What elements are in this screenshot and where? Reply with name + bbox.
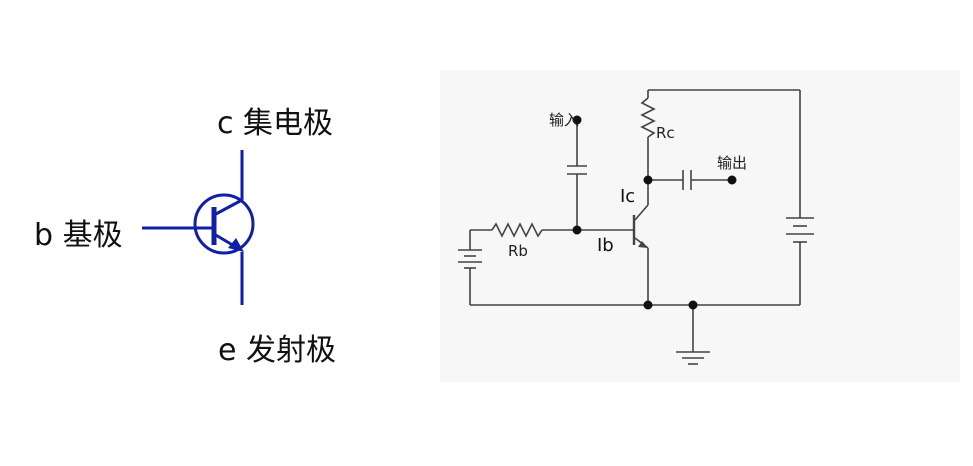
junction-dot bbox=[688, 300, 698, 310]
input-label: 输入 bbox=[549, 111, 580, 129]
amplifier-circuit-panel: 输入 输出 Rc Rb Ic Ib bbox=[440, 70, 960, 382]
input-terminal bbox=[572, 115, 582, 125]
npn-transistor-icon bbox=[142, 150, 255, 305]
emitter-arrow-icon bbox=[228, 238, 244, 252]
transistor-symbol-panel: c 集电极 b 基极 e 发射极 bbox=[0, 0, 430, 466]
ib-label: Ib bbox=[597, 235, 614, 256]
emitter-label: e 发射极 bbox=[218, 333, 336, 368]
collector-label: c 集电极 bbox=[217, 106, 334, 141]
base-label: b 基极 bbox=[34, 218, 123, 253]
junction-dot bbox=[572, 225, 582, 235]
ic-label: Ic bbox=[620, 186, 636, 207]
junction-dot bbox=[643, 175, 653, 185]
circuit-emitter-arrow-icon bbox=[638, 241, 648, 248]
collector-diagonal bbox=[213, 198, 243, 217]
circuit-schematic bbox=[458, 89, 814, 365]
output-terminal bbox=[727, 175, 737, 185]
rb-resistor bbox=[491, 222, 543, 238]
transistor-circle bbox=[193, 193, 255, 255]
junction-dot bbox=[643, 300, 653, 310]
output-label: 输出 bbox=[717, 154, 748, 172]
rc-label: Rc bbox=[656, 124, 675, 142]
rc-resistor bbox=[640, 97, 656, 138]
rb-label: Rb bbox=[508, 242, 528, 260]
